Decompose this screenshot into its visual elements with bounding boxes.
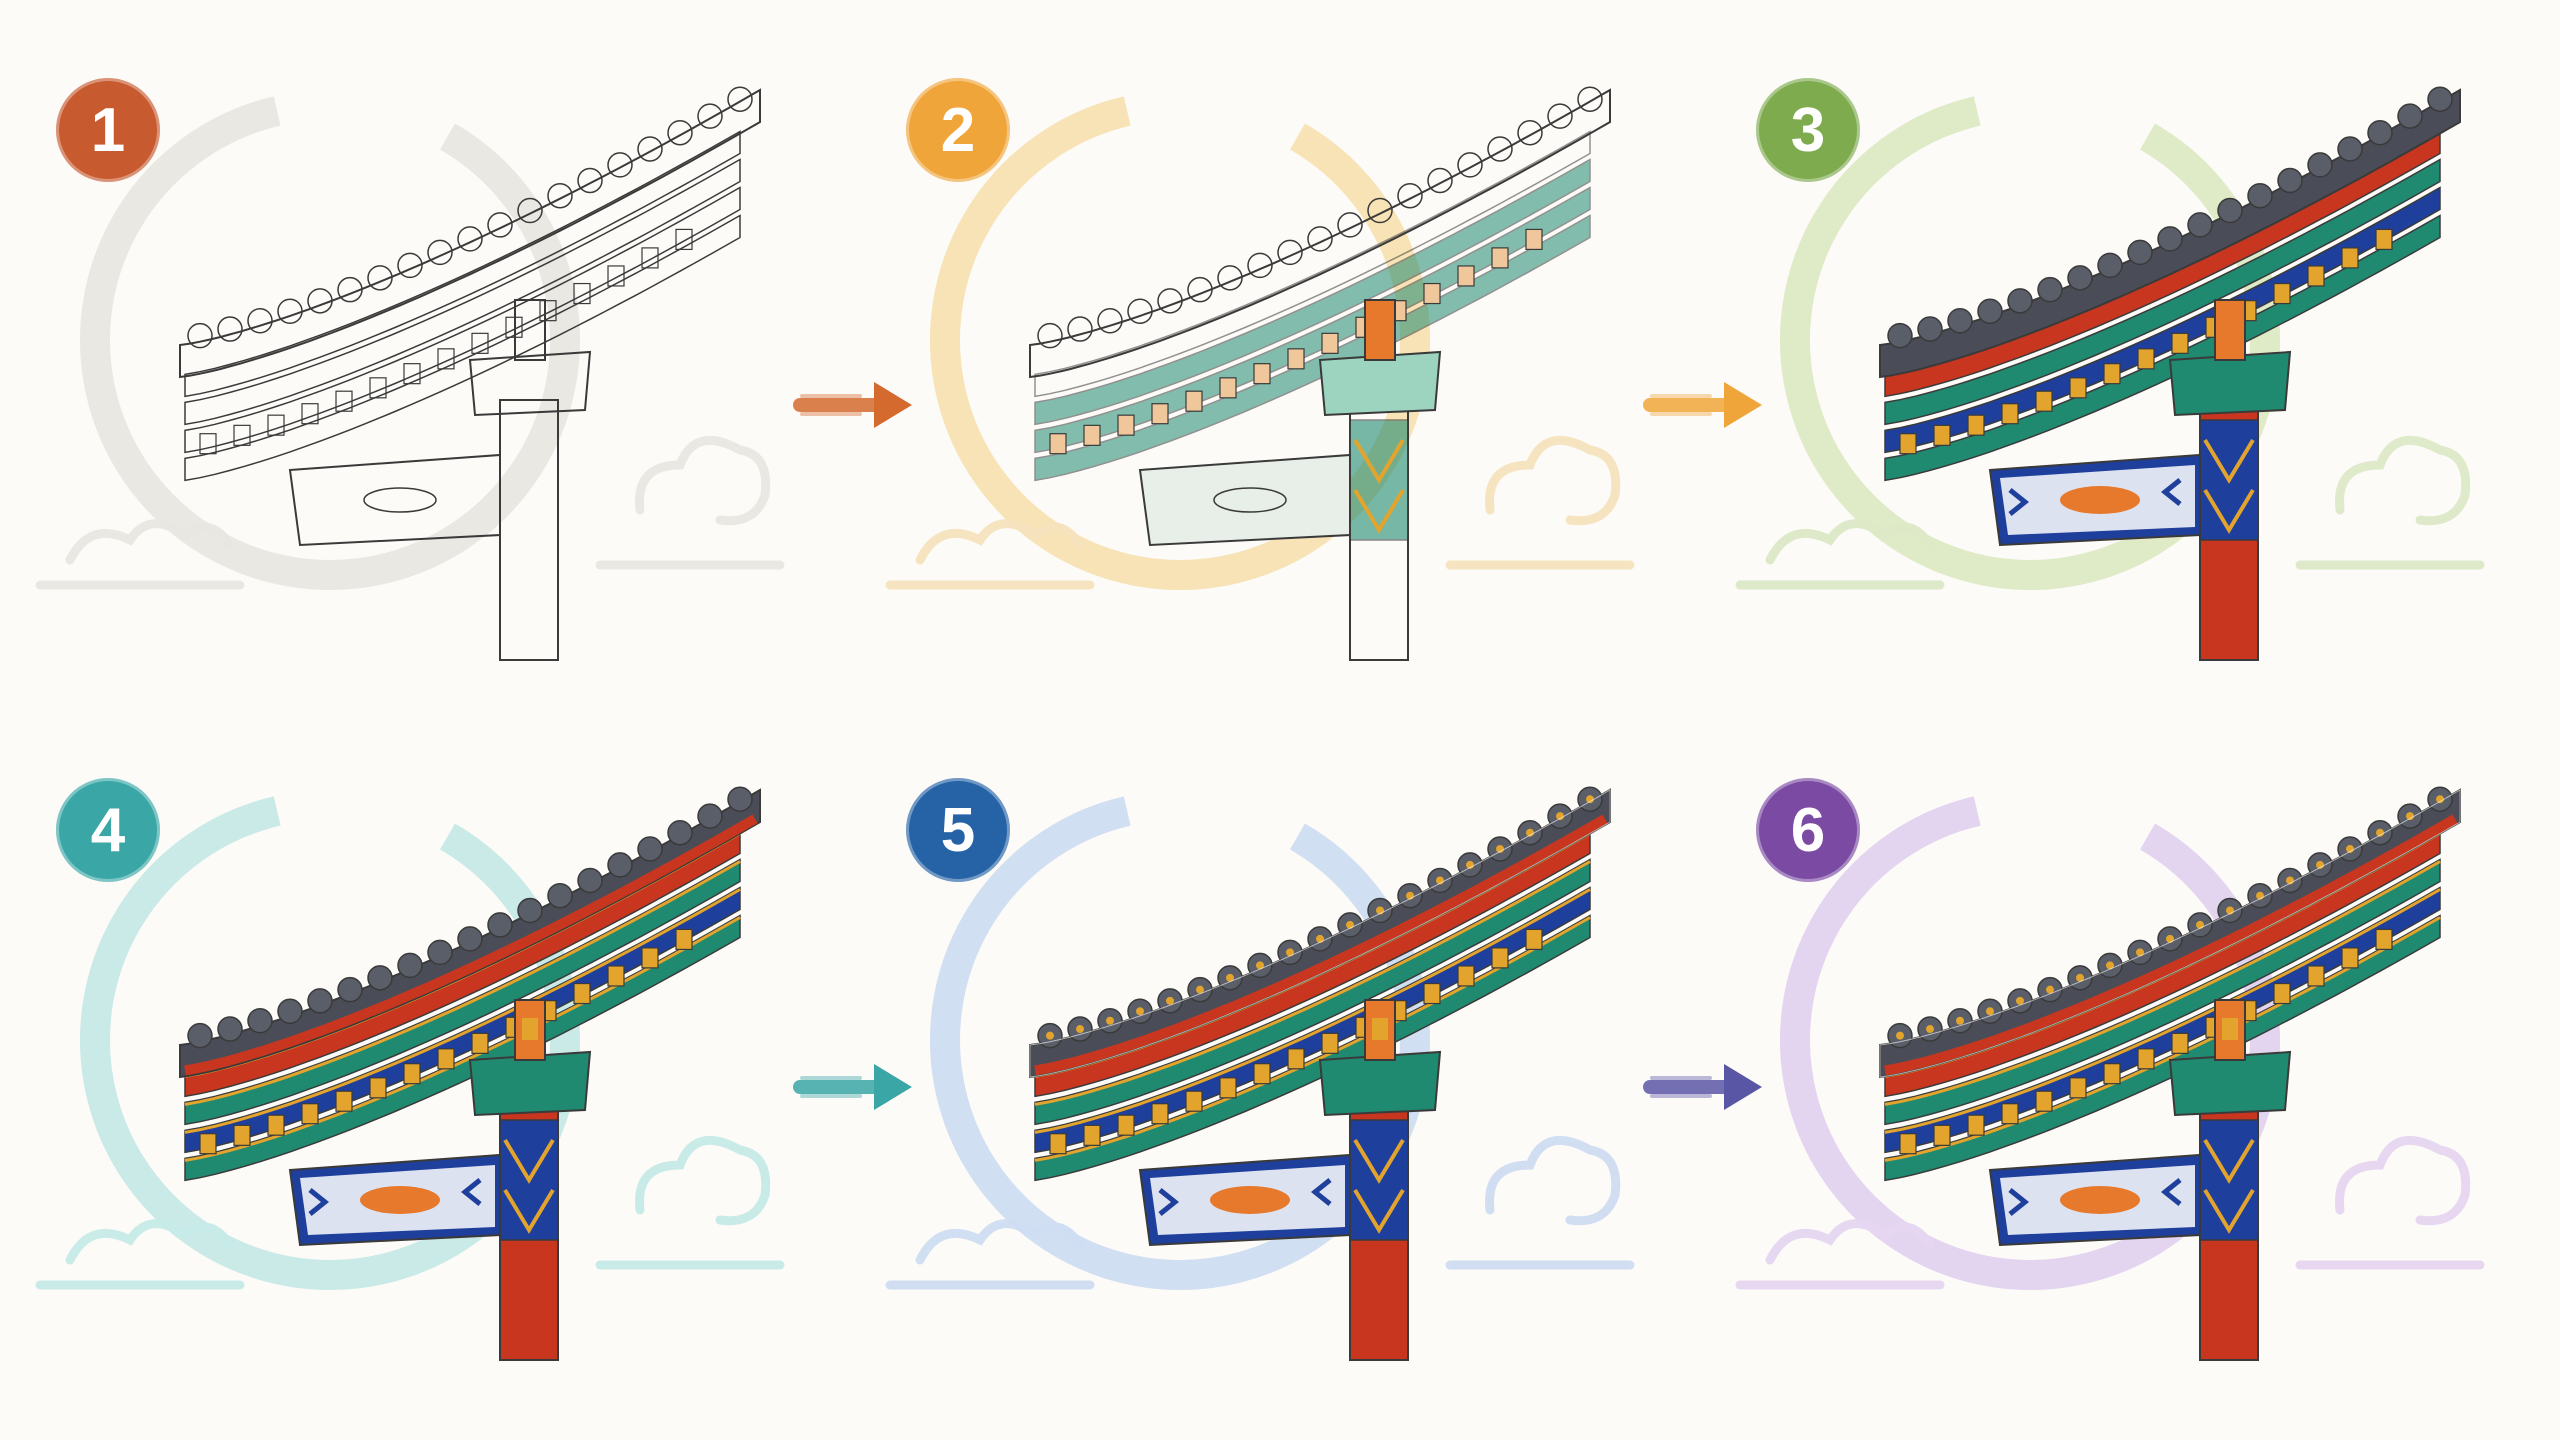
arrow-5-to-6 [1640, 1052, 1770, 1122]
step-badge-3: 3 [1756, 78, 1860, 182]
roof-illustration-5 [885, 786, 1635, 1361]
roof-illustration-3 [1735, 86, 2485, 661]
step-badge-6: 6 [1756, 778, 1860, 882]
roof-illustration-2 [885, 86, 1635, 661]
step-number-5: 5 [940, 795, 976, 865]
arrow-4-to-5 [790, 1052, 920, 1122]
roof-illustration-4 [35, 786, 785, 1361]
step-number-6: 6 [1790, 795, 1826, 865]
step-number-3: 3 [1790, 95, 1826, 165]
step-panel-1: 1 [0, 0, 785, 661]
step-badge-5: 5 [906, 778, 1010, 882]
arrow-right-icon [1643, 382, 1762, 428]
roof-illustration-1 [35, 86, 785, 661]
step-panel-3: 3 [1700, 0, 2485, 661]
roof-illustration-6 [1735, 786, 2485, 1361]
step-panel-2: 2 [850, 0, 1635, 661]
step-number-1: 1 [90, 95, 126, 165]
arrow-2-to-3 [1640, 370, 1770, 440]
arrow-right-icon [793, 1064, 912, 1110]
step-badge-4: 4 [56, 778, 160, 882]
step-panel-6: 6 [1700, 700, 2485, 1361]
step-number-2: 2 [940, 95, 976, 165]
step-panel-4: 4 [0, 700, 785, 1361]
arrow-right-icon [793, 382, 912, 428]
step-number-4: 4 [90, 795, 126, 865]
arrow-1-to-2 [790, 370, 920, 440]
arrow-right-icon [1643, 1064, 1762, 1110]
step-panel-5: 5 [850, 700, 1635, 1361]
step-badge-2: 2 [906, 78, 1010, 182]
step-badge-1: 1 [56, 78, 160, 182]
